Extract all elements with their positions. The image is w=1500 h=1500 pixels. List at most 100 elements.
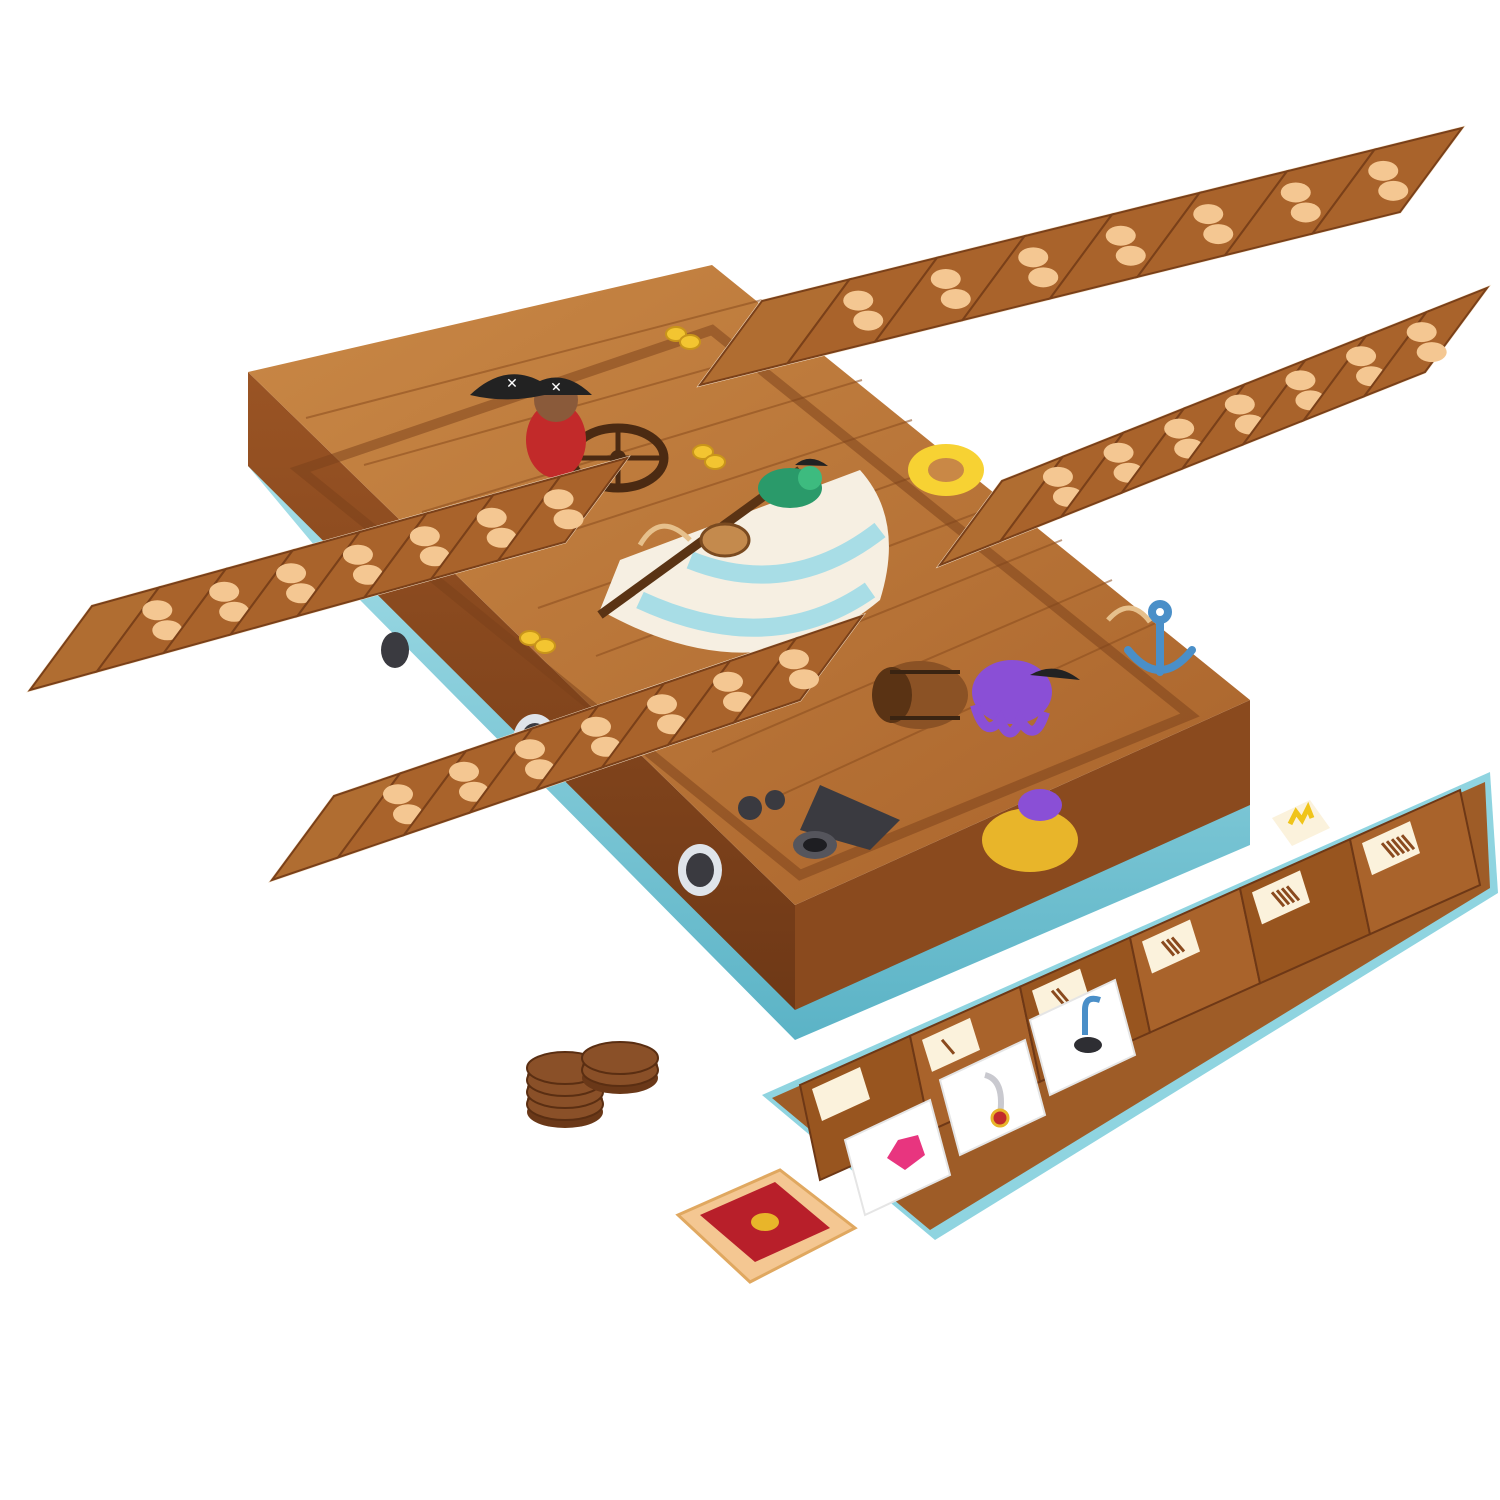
barrel-icon [872, 661, 968, 729]
track-pip [853, 310, 884, 331]
track-pip [1368, 160, 1399, 181]
track-slot [731, 614, 865, 725]
octopus-icon [970, 660, 1080, 738]
player-board-label-slot [1252, 870, 1310, 925]
tally-mark [940, 1038, 956, 1055]
life-ring-icon [908, 444, 984, 496]
track-pip [219, 601, 250, 622]
track-pip [409, 526, 440, 547]
track-pip [1416, 342, 1447, 363]
track-pip [1285, 370, 1316, 391]
player-board-label-slot [1142, 919, 1200, 974]
track-strip [696, 125, 1466, 388]
track-pip [1280, 182, 1311, 203]
track-pip [581, 716, 611, 737]
cutlass-card[interactable] [938, 1038, 1047, 1157]
track-pip [1406, 322, 1437, 343]
track-pip [383, 784, 413, 805]
gem-card[interactable] [843, 1098, 952, 1217]
tally-mark [1285, 885, 1301, 902]
track-pip [486, 527, 517, 548]
tally-mark [1165, 938, 1181, 955]
track-pip [352, 564, 383, 585]
track-slot [1361, 285, 1490, 399]
track-pip [476, 507, 507, 528]
track-slot [495, 456, 630, 563]
track-pip [843, 290, 874, 311]
tally-mark [1050, 989, 1066, 1006]
tally-mark [1275, 889, 1291, 906]
track-pip [1105, 225, 1136, 246]
track-pip [449, 761, 479, 782]
svg-text:✕: ✕ [550, 380, 562, 396]
track-pip [515, 739, 545, 760]
track-pip [1193, 204, 1224, 225]
player-board-label-slot [812, 1067, 870, 1121]
anchor-icon [1124, 600, 1196, 676]
tally-mark [1160, 940, 1176, 957]
hook-card[interactable] [1028, 978, 1137, 1097]
track-pip [1290, 202, 1321, 223]
track-pip [342, 544, 373, 565]
player-board-label-slot [1032, 968, 1090, 1023]
track-slot [1310, 126, 1465, 236]
track-pip [1018, 247, 1049, 268]
track-pip [1028, 267, 1059, 288]
track-pip [930, 268, 961, 289]
track-pip [1103, 442, 1134, 463]
track-strip [26, 455, 631, 693]
svg-text:✕: ✕ [506, 376, 518, 392]
tally-mark [1270, 891, 1286, 908]
track-pip [1164, 418, 1195, 439]
track-pip [779, 649, 809, 670]
gold-coins-icon [519, 326, 726, 654]
tally-mark [1170, 936, 1186, 953]
track-pip [1378, 180, 1409, 201]
coin-stacks [526, 1041, 659, 1128]
tally-mark [1395, 836, 1411, 853]
track-pip [1203, 224, 1234, 245]
tally-mark [1280, 887, 1296, 904]
track-pip [713, 671, 743, 692]
track-pip [1115, 245, 1146, 266]
track-strip [267, 613, 867, 883]
player-board-label-slot [922, 1017, 980, 1072]
player-board [762, 772, 1498, 1240]
track-pip [543, 489, 574, 510]
parrot-icon [758, 458, 828, 508]
track-pip [1042, 466, 1073, 487]
track-strip [935, 284, 1492, 569]
tally-mark [1385, 840, 1401, 857]
track-pip [152, 620, 183, 641]
hook-icon [1082, 995, 1101, 1035]
track-pip [1346, 346, 1377, 367]
treasure-tile[interactable] [675, 1168, 858, 1284]
player-board-label-slot [1362, 821, 1420, 876]
tally-mark [1400, 834, 1416, 851]
coin[interactable] [581, 1041, 659, 1075]
gem-icon [887, 1135, 925, 1170]
track-pip [1224, 394, 1255, 415]
player-board-columns [798, 788, 1482, 1182]
track-pip [276, 563, 307, 584]
track-pip [209, 581, 240, 602]
track-pip [553, 509, 584, 530]
tally-mark [1380, 842, 1396, 859]
track-pip [940, 288, 971, 309]
track-pip [142, 600, 173, 621]
crown-icon [1272, 800, 1330, 846]
track-pip [419, 546, 450, 567]
track-strips [26, 125, 1492, 883]
track-pip [647, 694, 677, 715]
cannon-icon [738, 785, 900, 859]
player-board-column [1348, 788, 1482, 936]
sea-turtle-icon [982, 789, 1078, 872]
tally-mark [1055, 987, 1071, 1004]
ship-board: ✕ ✕ [248, 265, 1250, 1040]
tally-mark [1390, 838, 1406, 855]
rope-detail [637, 523, 1153, 624]
track-pip [286, 583, 317, 604]
track-pip [789, 669, 819, 690]
pirate-hat-icon: ✕ [470, 374, 556, 400]
